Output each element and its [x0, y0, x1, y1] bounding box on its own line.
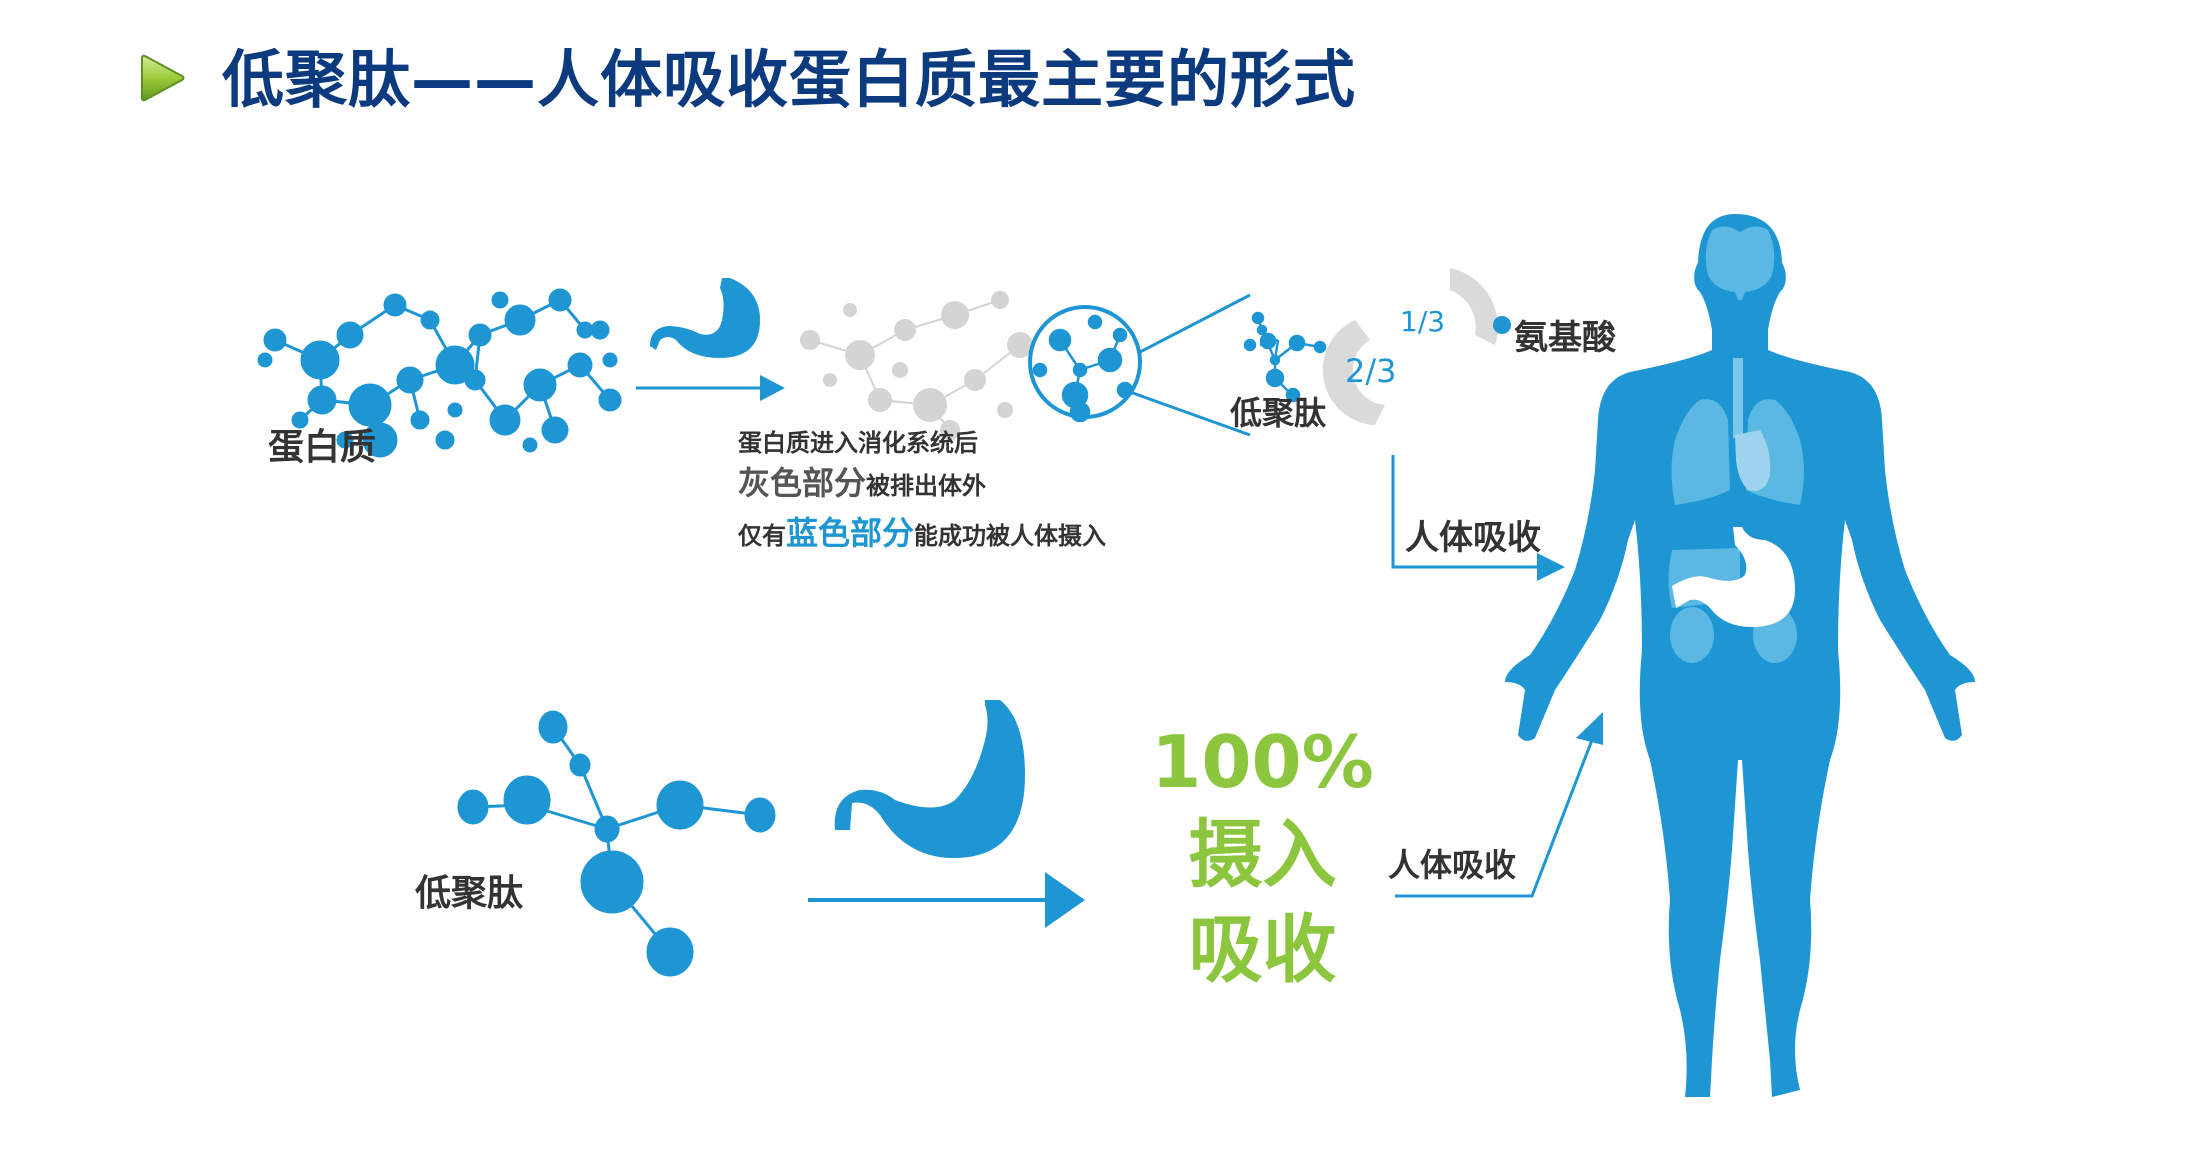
excreted-text: 被排出体外 — [866, 472, 987, 500]
result-intake: 摄入 — [1188, 812, 1337, 898]
protein-network-icon — [257, 288, 622, 458]
stomach-icon — [834, 700, 1025, 859]
arrow-icon — [1045, 872, 1085, 928]
gray-part-text: 灰色部分 — [738, 464, 867, 502]
absorb-label-bottom: 人体吸收 — [1388, 846, 1517, 884]
digestion-description: 蛋白质进入消化系统后 灰色部分被排出体外 仅有蓝色部分能成功被人体摄入 — [738, 425, 1106, 561]
digested-protein-icon — [800, 291, 1033, 440]
result-absorb: 吸收 — [1188, 907, 1337, 993]
arrow-icon — [1537, 553, 1565, 581]
peptide-label-top: 低聚肽 — [1230, 394, 1327, 432]
absorbed-text: 能成功被人体摄入 — [914, 522, 1107, 550]
fraction-two-thirds: 2/3 — [1345, 352, 1397, 390]
description-line-1: 蛋白质进入消化系统后 — [738, 429, 978, 457]
blue-part-text: 蓝色部分 — [786, 514, 915, 552]
play-arrow-icon — [141, 54, 185, 102]
stomach-icon — [650, 278, 760, 358]
only-text: 仅有 — [738, 522, 786, 550]
result-percent: 100% — [1151, 720, 1374, 804]
description-line-2: 灰色部分被排出体外 — [738, 461, 1106, 511]
magnifier-circle-icon — [1028, 293, 1251, 437]
arc-two-thirds — [1322, 320, 1385, 425]
fraction-one-third: 1/3 — [1400, 305, 1446, 338]
amino-acid-label: 氨基酸 — [1514, 318, 1616, 358]
arrow-icon — [760, 375, 785, 401]
amino-acid-dot — [1493, 316, 1511, 334]
protein-label: 蛋白质 — [268, 427, 377, 468]
human-body-icon — [1505, 214, 1975, 1097]
description-line-3: 仅有蓝色部分能成功被人体摄入 — [738, 511, 1106, 561]
peptide-molecule-icon — [457, 710, 776, 977]
arrow-icon — [1576, 712, 1603, 745]
absorb-label-top: 人体吸收 — [1405, 518, 1541, 558]
peptide-label-bottom: 低聚肽 — [415, 873, 524, 914]
page-title: 低聚肽——人体吸收蛋白质最主要的形式 — [222, 43, 1357, 116]
peptide-molecule-icon — [1243, 311, 1327, 403]
arc-one-third — [1450, 268, 1498, 345]
